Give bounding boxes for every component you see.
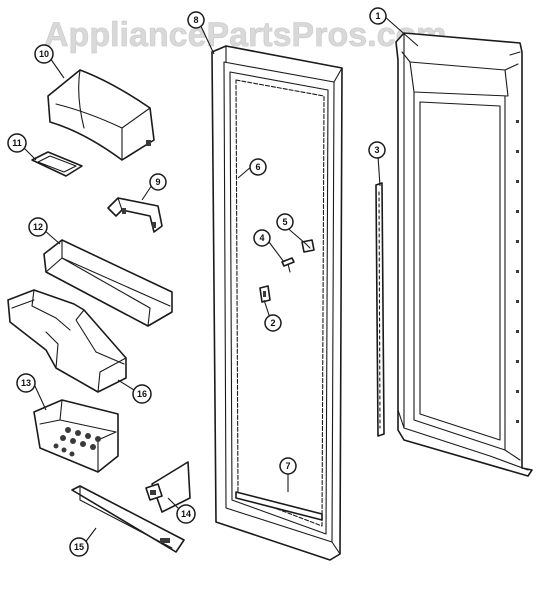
callout-5-label: 5 bbox=[282, 217, 287, 227]
part-3-rail bbox=[375, 182, 385, 437]
callout-9: 9 bbox=[149, 173, 167, 191]
callout-10-label: 10 bbox=[39, 49, 49, 59]
callout-8-label: 8 bbox=[193, 15, 198, 25]
callout-6-label: 6 bbox=[255, 162, 260, 172]
callout-4: 4 bbox=[253, 229, 271, 247]
callout-12-label: 12 bbox=[33, 222, 43, 232]
part-2-stop bbox=[259, 285, 271, 303]
part-13-egg-bin bbox=[33, 399, 119, 473]
callout-7: 7 bbox=[279, 457, 297, 475]
part-12-shelf-bin bbox=[43, 239, 173, 327]
callout-7-label: 7 bbox=[285, 461, 290, 471]
callout-11: 11 bbox=[7, 133, 27, 153]
callout-4-label: 4 bbox=[259, 233, 264, 243]
part-10-dairy-door bbox=[47, 69, 155, 161]
callout-15: 15 bbox=[69, 537, 89, 557]
callout-6: 6 bbox=[249, 158, 267, 176]
callout-2-label: 2 bbox=[270, 318, 275, 328]
callout-3-label: 3 bbox=[374, 145, 379, 155]
part-15-bin-front bbox=[71, 485, 185, 553]
callout-12: 12 bbox=[28, 217, 48, 237]
callout-1-label: 1 bbox=[375, 11, 380, 21]
part-11-cover bbox=[31, 151, 83, 177]
callout-14: 14 bbox=[176, 504, 196, 524]
part-14-divider bbox=[145, 461, 191, 513]
callout-9-label: 9 bbox=[155, 177, 160, 187]
callout-16: 16 bbox=[132, 384, 152, 404]
part-6-gasket bbox=[235, 79, 325, 527]
part-16-lower-bin bbox=[7, 289, 127, 393]
callout-11-label: 11 bbox=[12, 138, 22, 148]
callout-3: 3 bbox=[368, 141, 386, 159]
callout-14-label: 14 bbox=[181, 509, 191, 519]
part-9-bracket bbox=[107, 197, 163, 233]
callout-8: 8 bbox=[187, 11, 205, 29]
callout-13: 13 bbox=[16, 373, 36, 393]
part-7-bottom-strip bbox=[235, 491, 323, 521]
watermark-text: AppliancePartsPros.com bbox=[44, 16, 446, 54]
part-8-door-frame bbox=[211, 45, 343, 561]
callout-13-label: 13 bbox=[21, 378, 31, 388]
callout-5: 5 bbox=[276, 213, 294, 231]
callout-16-label: 16 bbox=[137, 389, 147, 399]
callout-2: 2 bbox=[264, 314, 282, 332]
callout-1: 1 bbox=[369, 7, 387, 25]
callout-15-label: 15 bbox=[74, 542, 84, 552]
part-1-door-liner bbox=[395, 32, 533, 477]
callout-10: 10 bbox=[34, 44, 54, 64]
part-4-screw bbox=[281, 257, 295, 273]
